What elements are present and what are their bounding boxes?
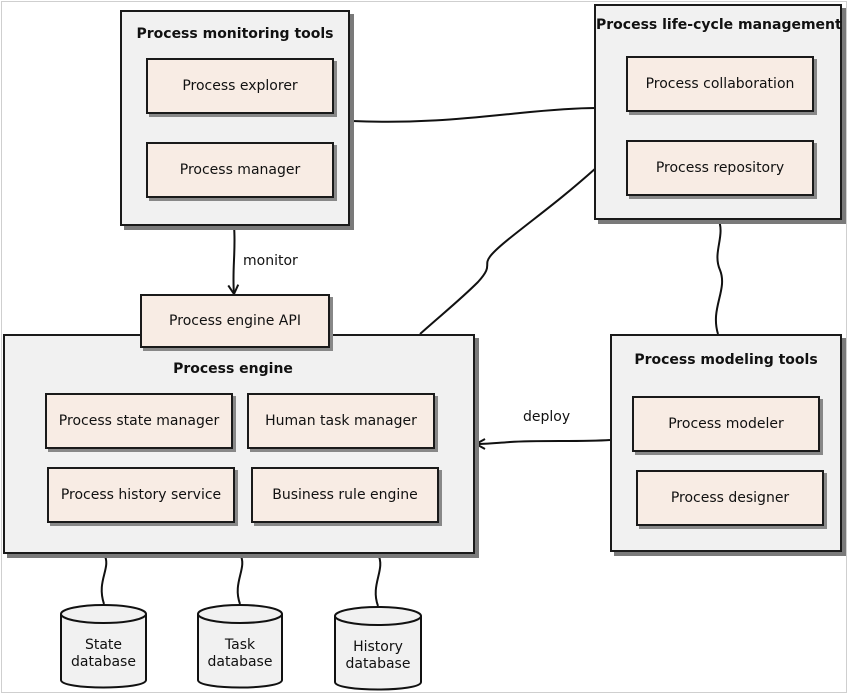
monitor-edge-label: monitor — [243, 253, 298, 269]
modeling-tools-title: Process modeling tools — [634, 352, 818, 368]
edge-engine-lifecycle — [419, 167, 597, 335]
process-collaboration-box[interactable]: Process collaboration — [626, 56, 814, 112]
edge-deploy-arrow — [476, 440, 611, 444]
deploy-edge-label: deploy — [523, 409, 571, 425]
process-repository-box[interactable]: Process repository — [626, 140, 814, 196]
edge-engine-task-db — [236, 553, 244, 605]
process-history-service-box[interactable]: Process history service — [47, 467, 235, 523]
task-database-cylinder — [197, 604, 283, 689]
state-database-line2: database — [71, 654, 136, 670]
business-rule-engine-box[interactable]: Business rule engine — [251, 467, 439, 523]
modeling-tools-group: Process modeling tools Process modeler P… — [610, 334, 842, 552]
lifecycle-management-title: Process life-cycle management — [596, 17, 842, 33]
process-designer-box[interactable]: Process designer — [636, 470, 824, 526]
task-database-line1: Task — [224, 637, 256, 653]
edge-engine-state-db — [100, 553, 108, 605]
process-manager-box[interactable]: Process manager — [146, 142, 334, 198]
state-database-cylinder — [60, 604, 147, 689]
process-modeler-box[interactable]: Process modeler — [632, 396, 820, 452]
history-database-line1: History — [353, 639, 403, 655]
process-explorer-box[interactable]: Process explorer — [146, 58, 334, 114]
lifecycle-management-group: Process life-cycle management Process co… — [594, 4, 842, 220]
human-task-manager-box[interactable]: Human task manager — [247, 393, 435, 449]
process-state-manager-box[interactable]: Process state manager — [45, 393, 233, 449]
process-engine-api-box[interactable]: Process engine API — [140, 294, 330, 348]
edge-monitor-arrow — [233, 225, 234, 294]
monitoring-tools-title: Process monitoring tools — [136, 26, 334, 42]
edge-engine-history-db — [374, 553, 382, 607]
task-database-label: Task database — [198, 637, 282, 671]
history-database-line2: database — [345, 656, 411, 672]
process-engine-group: Process engine Process state manager Hum… — [3, 334, 475, 554]
monitoring-tools-group: Process monitoring tools Process explore… — [120, 10, 350, 226]
state-database-line1: State — [84, 637, 123, 653]
edge-monitoring-lifecycle — [351, 107, 597, 123]
edge-lifecycle-modeling — [714, 217, 724, 335]
history-database-cylinder — [334, 606, 422, 691]
state-database-label: State database — [61, 637, 146, 671]
history-database-label: History database — [335, 639, 421, 673]
process-engine-title: Process engine — [173, 361, 293, 377]
task-database-line2: database — [207, 654, 273, 670]
